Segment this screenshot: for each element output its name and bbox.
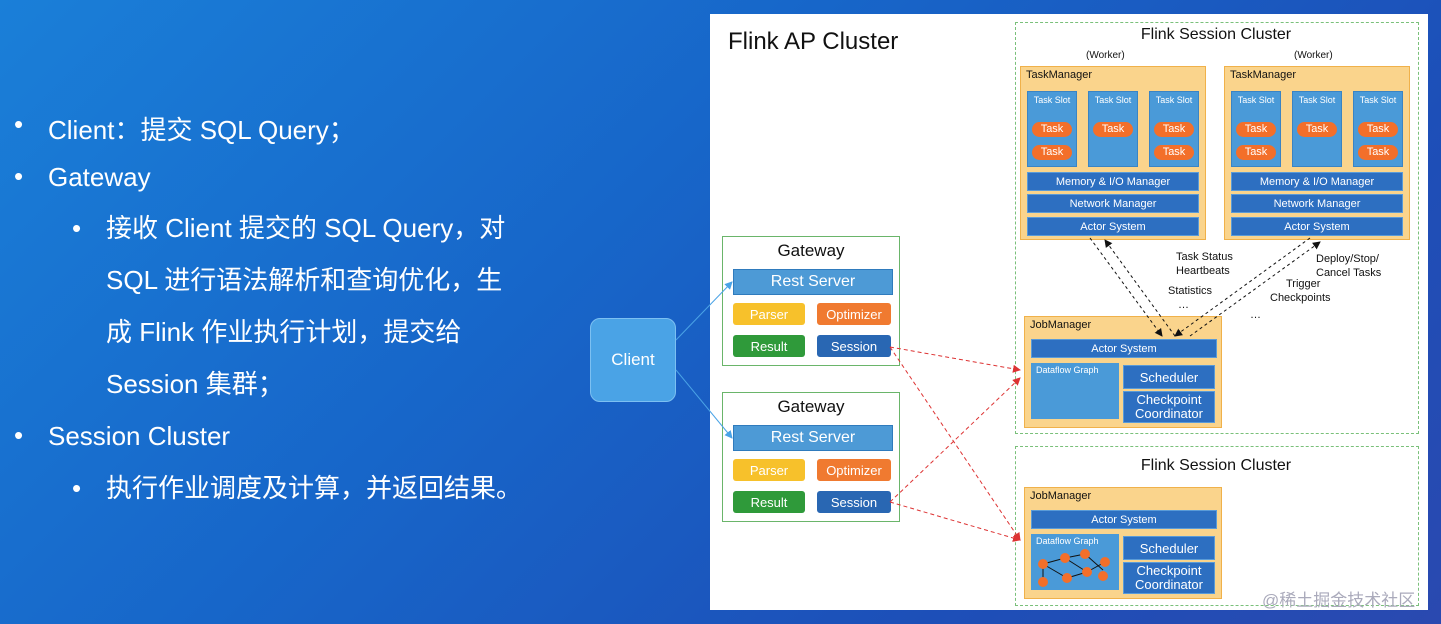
task-pill: Task — [1032, 122, 1072, 137]
gateway-box: Gateway Rest Server Parser Optimizer Res… — [722, 392, 900, 522]
task-pill: Task — [1358, 145, 1398, 160]
task-slot: Task Slot Task — [1088, 91, 1138, 167]
ap-cluster-title: Flink AP Cluster — [728, 28, 899, 55]
network-manager: Network Manager — [1027, 194, 1199, 213]
bullet-gateway-desc: 接收 Client 提交的 SQL Query，对 SQL 进行语法解析和查询优… — [72, 202, 566, 410]
taskmanager-label: TaskManager — [1230, 69, 1297, 81]
actor-system: Actor System — [1231, 217, 1403, 236]
gateway-desc-line: SQL 进行语法解析和查询优化，生 — [106, 265, 503, 295]
flink-ap-cluster-panel: Flink AP Cluster Gateway Rest Server Par… — [710, 14, 1428, 610]
dataflow-graph: Dataflow Graph — [1031, 363, 1119, 419]
actor-system: Actor System — [1031, 339, 1217, 358]
scheduler: Scheduler — [1123, 365, 1215, 389]
taskmanager-label: TaskManager — [1026, 69, 1093, 81]
session-cluster-1 — [1015, 22, 1419, 434]
annotation-line: Checkpoints — [1270, 292, 1331, 304]
annotation-line: Heartbeats — [1176, 265, 1230, 277]
task-slot-label: Task Slot — [1033, 95, 1071, 105]
dataflow-graph-nodes — [1038, 549, 1110, 587]
annotation-line: Cancel Tasks — [1316, 267, 1382, 279]
gateway-desc-line: 接收 Client 提交的 SQL Query，对 — [106, 213, 506, 243]
annotation-line: Statistics — [1168, 285, 1213, 297]
dataflow-graph-label: Dataflow Graph — [1036, 365, 1099, 375]
gateway-desc-line: 成 Flink 作业执行计划，提交给 — [106, 317, 462, 347]
session-block: Session — [817, 491, 891, 513]
annotation-line: Task Status — [1176, 251, 1233, 263]
memory-io-manager: Memory & I/O Manager — [1027, 172, 1199, 191]
annotation-line: … — [1178, 299, 1189, 311]
optimizer-block: Optimizer — [817, 303, 891, 325]
parser-block: Parser — [733, 459, 805, 481]
rest-server-block: Rest Server — [733, 425, 893, 451]
annotation-line: Deploy/Stop/ — [1316, 253, 1379, 265]
session-cluster-title: Flink Session Cluster — [1140, 26, 1292, 43]
result-block: Result — [733, 491, 805, 513]
task-slot: Task Slot Task Task — [1353, 91, 1403, 167]
task-pill: Task — [1236, 145, 1276, 160]
task-slot: Task Slot Task Task — [1231, 91, 1281, 167]
actor-system: Actor System — [1027, 217, 1199, 236]
task-slot-label: Task Slot — [1094, 95, 1132, 105]
checkpoint-annotation: Trigger Checkpoints — [1270, 277, 1331, 305]
task-pill: Task — [1154, 145, 1194, 160]
statistics-annotation: Statistics … — [1168, 284, 1212, 312]
jobmanager-box: JobManager Actor System Dataflow Graph S… — [1024, 487, 1222, 599]
taskmanager-box: TaskManager Task Slot Task Task Task Slo… — [1020, 66, 1206, 240]
jobmanager-label: JobManager — [1030, 490, 1092, 502]
gateway-title: Gateway — [777, 241, 845, 260]
gateway-desc-line: Session 集群； — [106, 369, 284, 399]
gateway-box: Gateway Rest Server Parser Optimizer Res… — [722, 236, 900, 366]
checkpoint-coordinator: Checkpoint Coordinator — [1123, 391, 1215, 423]
bullet-gateway: Gateway — [14, 161, 150, 193]
session-block: Session — [817, 335, 891, 357]
task-pill: Task — [1297, 122, 1337, 137]
worker-label: (Worker) — [1294, 50, 1333, 61]
jobmanager-label: JobManager — [1030, 319, 1092, 331]
scheduler: Scheduler — [1123, 536, 1215, 560]
task-pill: Task — [1236, 122, 1276, 137]
task-slot-label: Task Slot — [1237, 95, 1275, 105]
watermark: @稀土掘金技术社区 — [1262, 591, 1416, 610]
parser-block: Parser — [733, 303, 805, 325]
task-pill: Task — [1032, 145, 1072, 160]
task-slot-label: Task Slot — [1298, 95, 1336, 105]
dataflow-graph: Dataflow Graph — [1031, 534, 1119, 590]
heartbeat-annotation: Task Status Heartbeats — [1176, 250, 1233, 278]
annotation-line: Trigger — [1286, 278, 1321, 290]
taskmanager-box: TaskManager Task Slot Task Task Task Slo… — [1224, 66, 1410, 240]
client-box: Client — [590, 318, 676, 402]
task-slot-label: Task Slot — [1155, 95, 1193, 105]
bullet-client: Client：提交 SQL Query； — [14, 109, 355, 147]
memory-io-manager: Memory & I/O Manager — [1231, 172, 1403, 191]
task-pill: Task — [1154, 122, 1194, 137]
bullet-session-desc: 执行作业调度及计算，并返回结果。 — [72, 462, 566, 514]
task-slot: Task Slot Task Task — [1027, 91, 1077, 167]
rest-server-block: Rest Server — [733, 269, 893, 295]
actor-system: Actor System — [1031, 510, 1217, 529]
task-slot: Task Slot Task Task — [1149, 91, 1199, 167]
checkpoint-coordinator: Checkpoint Coordinator — [1123, 562, 1215, 594]
optimizer-block: Optimizer — [817, 459, 891, 481]
task-pill: Task — [1358, 122, 1398, 137]
deploy-annotation: Deploy/Stop/ Cancel Tasks — [1316, 252, 1381, 280]
network-manager: Network Manager — [1231, 194, 1403, 213]
task-pill: Task — [1093, 122, 1133, 137]
ellipsis-annotation: … — [1250, 309, 1261, 321]
dataflow-graph-label: Dataflow Graph — [1036, 536, 1099, 546]
task-slot: Task Slot Task — [1292, 91, 1342, 167]
session-cluster-2 — [1015, 446, 1419, 606]
gateway-title: Gateway — [777, 397, 845, 416]
jobmanager-box: JobManager Actor System Dataflow Graph S… — [1024, 316, 1222, 428]
result-block: Result — [733, 335, 805, 357]
task-slot-label: Task Slot — [1359, 95, 1397, 105]
session-cluster-title: Flink Session Cluster — [1140, 457, 1292, 474]
worker-label: (Worker) — [1086, 50, 1125, 61]
bullet-session-cluster: Session Cluster — [14, 420, 230, 452]
